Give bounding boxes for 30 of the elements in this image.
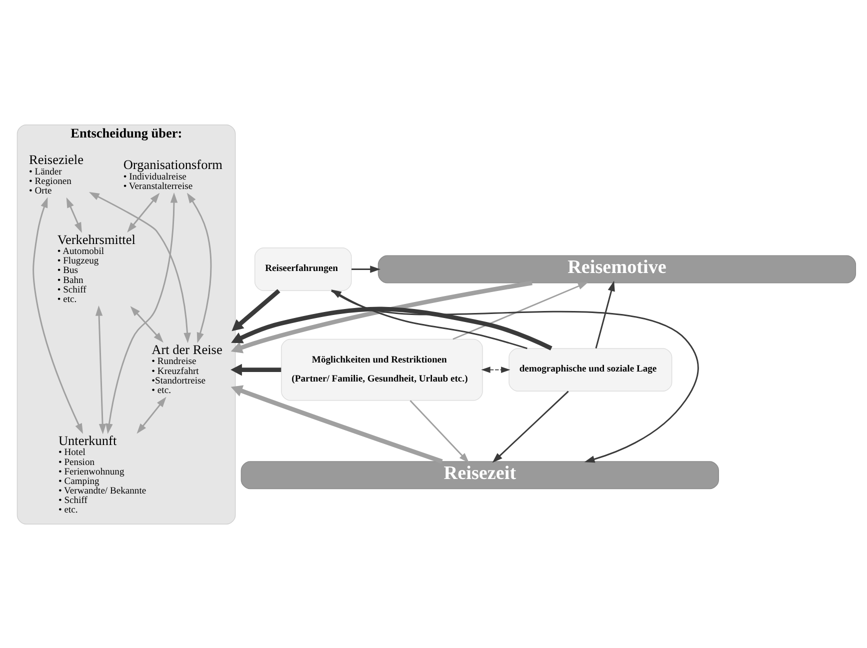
arrow <box>230 363 282 376</box>
arrow <box>492 390 569 462</box>
arrow <box>32 196 83 434</box>
arrow <box>231 306 552 350</box>
arrow <box>88 192 191 343</box>
node-box: demographische und soziale Lage <box>508 348 672 392</box>
arrow <box>127 192 160 232</box>
arrow <box>481 366 510 373</box>
arrow <box>130 306 164 342</box>
node-text: Verkehrsmittel • Automobil • Flugzeug • Bus • Bahn • Schiff • etc. <box>57 231 136 304</box>
node-box: Möglichkeiten und Restriktionen (Partner/ Familie, Gesundheit, Urlaub etc.) <box>281 338 483 400</box>
node-box: Reiseerfahrungen <box>254 247 352 290</box>
arrow <box>95 304 106 434</box>
arrow <box>595 280 615 348</box>
arrow <box>66 196 82 232</box>
node-text: Organisationsform • Individualreise • Veranstalterreise <box>123 156 222 192</box>
node-text: Art der Reise • Rundreise • Kreuzfahrt •Standortreise • etc. <box>152 341 222 396</box>
arrow <box>230 384 443 464</box>
arrow <box>186 192 212 342</box>
node-text: Unterkunft • Hotel • Pension • Ferienwohnung • Camping • Verwandte/ Bekannte • Schiff • etc. <box>58 432 146 516</box>
node-text: Reiseziele • Länder • Regionen • Orte <box>29 152 84 196</box>
arrow <box>352 265 380 272</box>
arrow <box>232 288 280 331</box>
arrow <box>410 400 470 463</box>
arrow <box>452 282 588 340</box>
arrow <box>106 192 178 434</box>
arrow <box>136 396 166 434</box>
node-box: Reisemotive <box>378 254 856 283</box>
node-box: Reisezeit <box>240 460 719 489</box>
arrow <box>230 280 532 353</box>
